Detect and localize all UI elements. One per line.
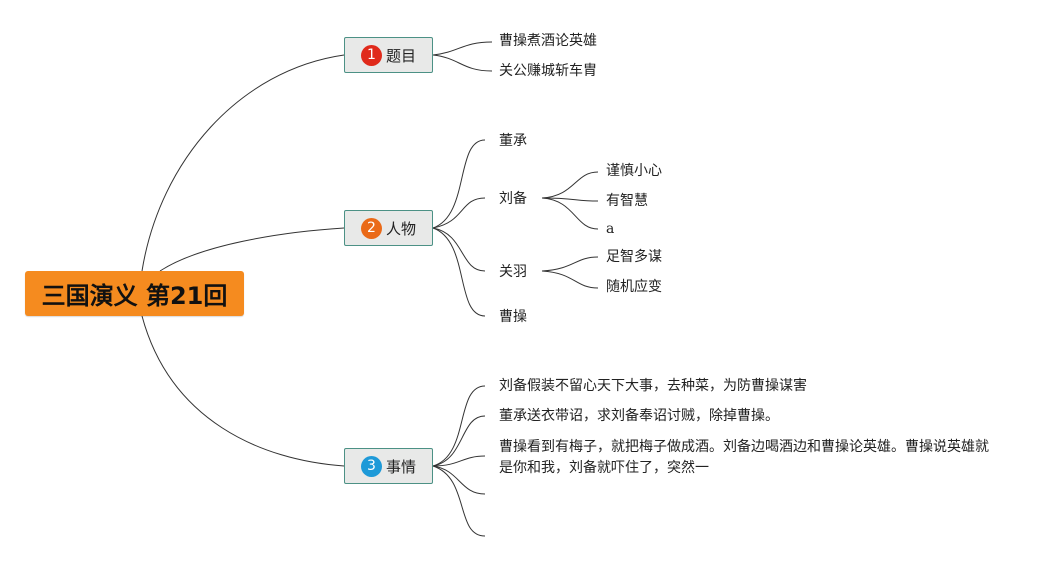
link-title-2 [432, 54, 493, 72]
link-root-title [141, 54, 345, 272]
link-ev-2 [432, 415, 486, 467]
character-liubei[interactable]: 刘备 [499, 191, 527, 207]
title-item-1[interactable]: 曹操煮酒论英雄 [499, 33, 597, 49]
character-guanyu[interactable]: 关羽 [499, 264, 527, 280]
branch-events-label: 事情 [385, 457, 416, 476]
number-badge-1: 1 [360, 44, 382, 66]
link-ev-3 [432, 455, 486, 467]
branch-title-label: 题目 [385, 46, 416, 65]
link-ev-1 [432, 385, 486, 467]
event-item-3[interactable]: 曹操看到有梅子，就把梅子做成酒。刘备边喝酒边和曹操论英雄。曹操说英雄就是你和我，… [499, 439, 989, 476]
liubei-trait-3[interactable]: a [606, 221, 615, 237]
root-topic-label: 三国演义 第21回 [41, 282, 228, 310]
event-item-2[interactable]: 董承送衣带诏，求刘备奉诏讨贼，除掉曹操。 [499, 408, 779, 424]
guanyu-trait-2[interactable]: 随机应变 [606, 279, 662, 295]
link-root-events [141, 315, 345, 467]
link-lb-2 [541, 197, 599, 202]
character-dongcheng[interactable]: 董承 [499, 133, 527, 149]
link-root-characters [159, 227, 345, 272]
link-gy-1 [541, 256, 599, 272]
character-caocao[interactable]: 曹操 [499, 309, 527, 325]
link-ev-5 [432, 465, 486, 537]
number-badge-3: 3 [360, 455, 382, 477]
link-char-2 [432, 197, 486, 229]
number-badge-2: 2 [360, 217, 382, 239]
branch-characters[interactable]: 2 人物 [344, 210, 433, 246]
event-item-1[interactable]: 刘备假装不留心天下大事，去种菜，为防曹操谋害 [499, 378, 807, 394]
branch-title[interactable]: 1 题目 [344, 37, 433, 73]
link-title-1 [432, 41, 493, 56]
guanyu-trait-1[interactable]: 足智多谋 [606, 249, 662, 265]
branch-characters-label: 人物 [385, 219, 416, 238]
title-item-2[interactable]: 关公赚城斩车胄 [499, 63, 597, 79]
link-lb-3 [541, 197, 599, 230]
liubei-trait-2[interactable]: 有智慧 [606, 193, 648, 209]
link-ev-4 [432, 465, 486, 495]
link-lb-1 [541, 171, 599, 199]
link-char-3 [432, 227, 486, 272]
branch-events[interactable]: 3 事情 [344, 448, 433, 484]
link-char-1 [432, 139, 486, 229]
root-topic[interactable]: 三国演义 第21回 [25, 271, 244, 316]
liubei-trait-1[interactable]: 谨慎小心 [606, 163, 662, 179]
link-gy-2 [541, 270, 599, 289]
link-char-4 [432, 227, 486, 317]
